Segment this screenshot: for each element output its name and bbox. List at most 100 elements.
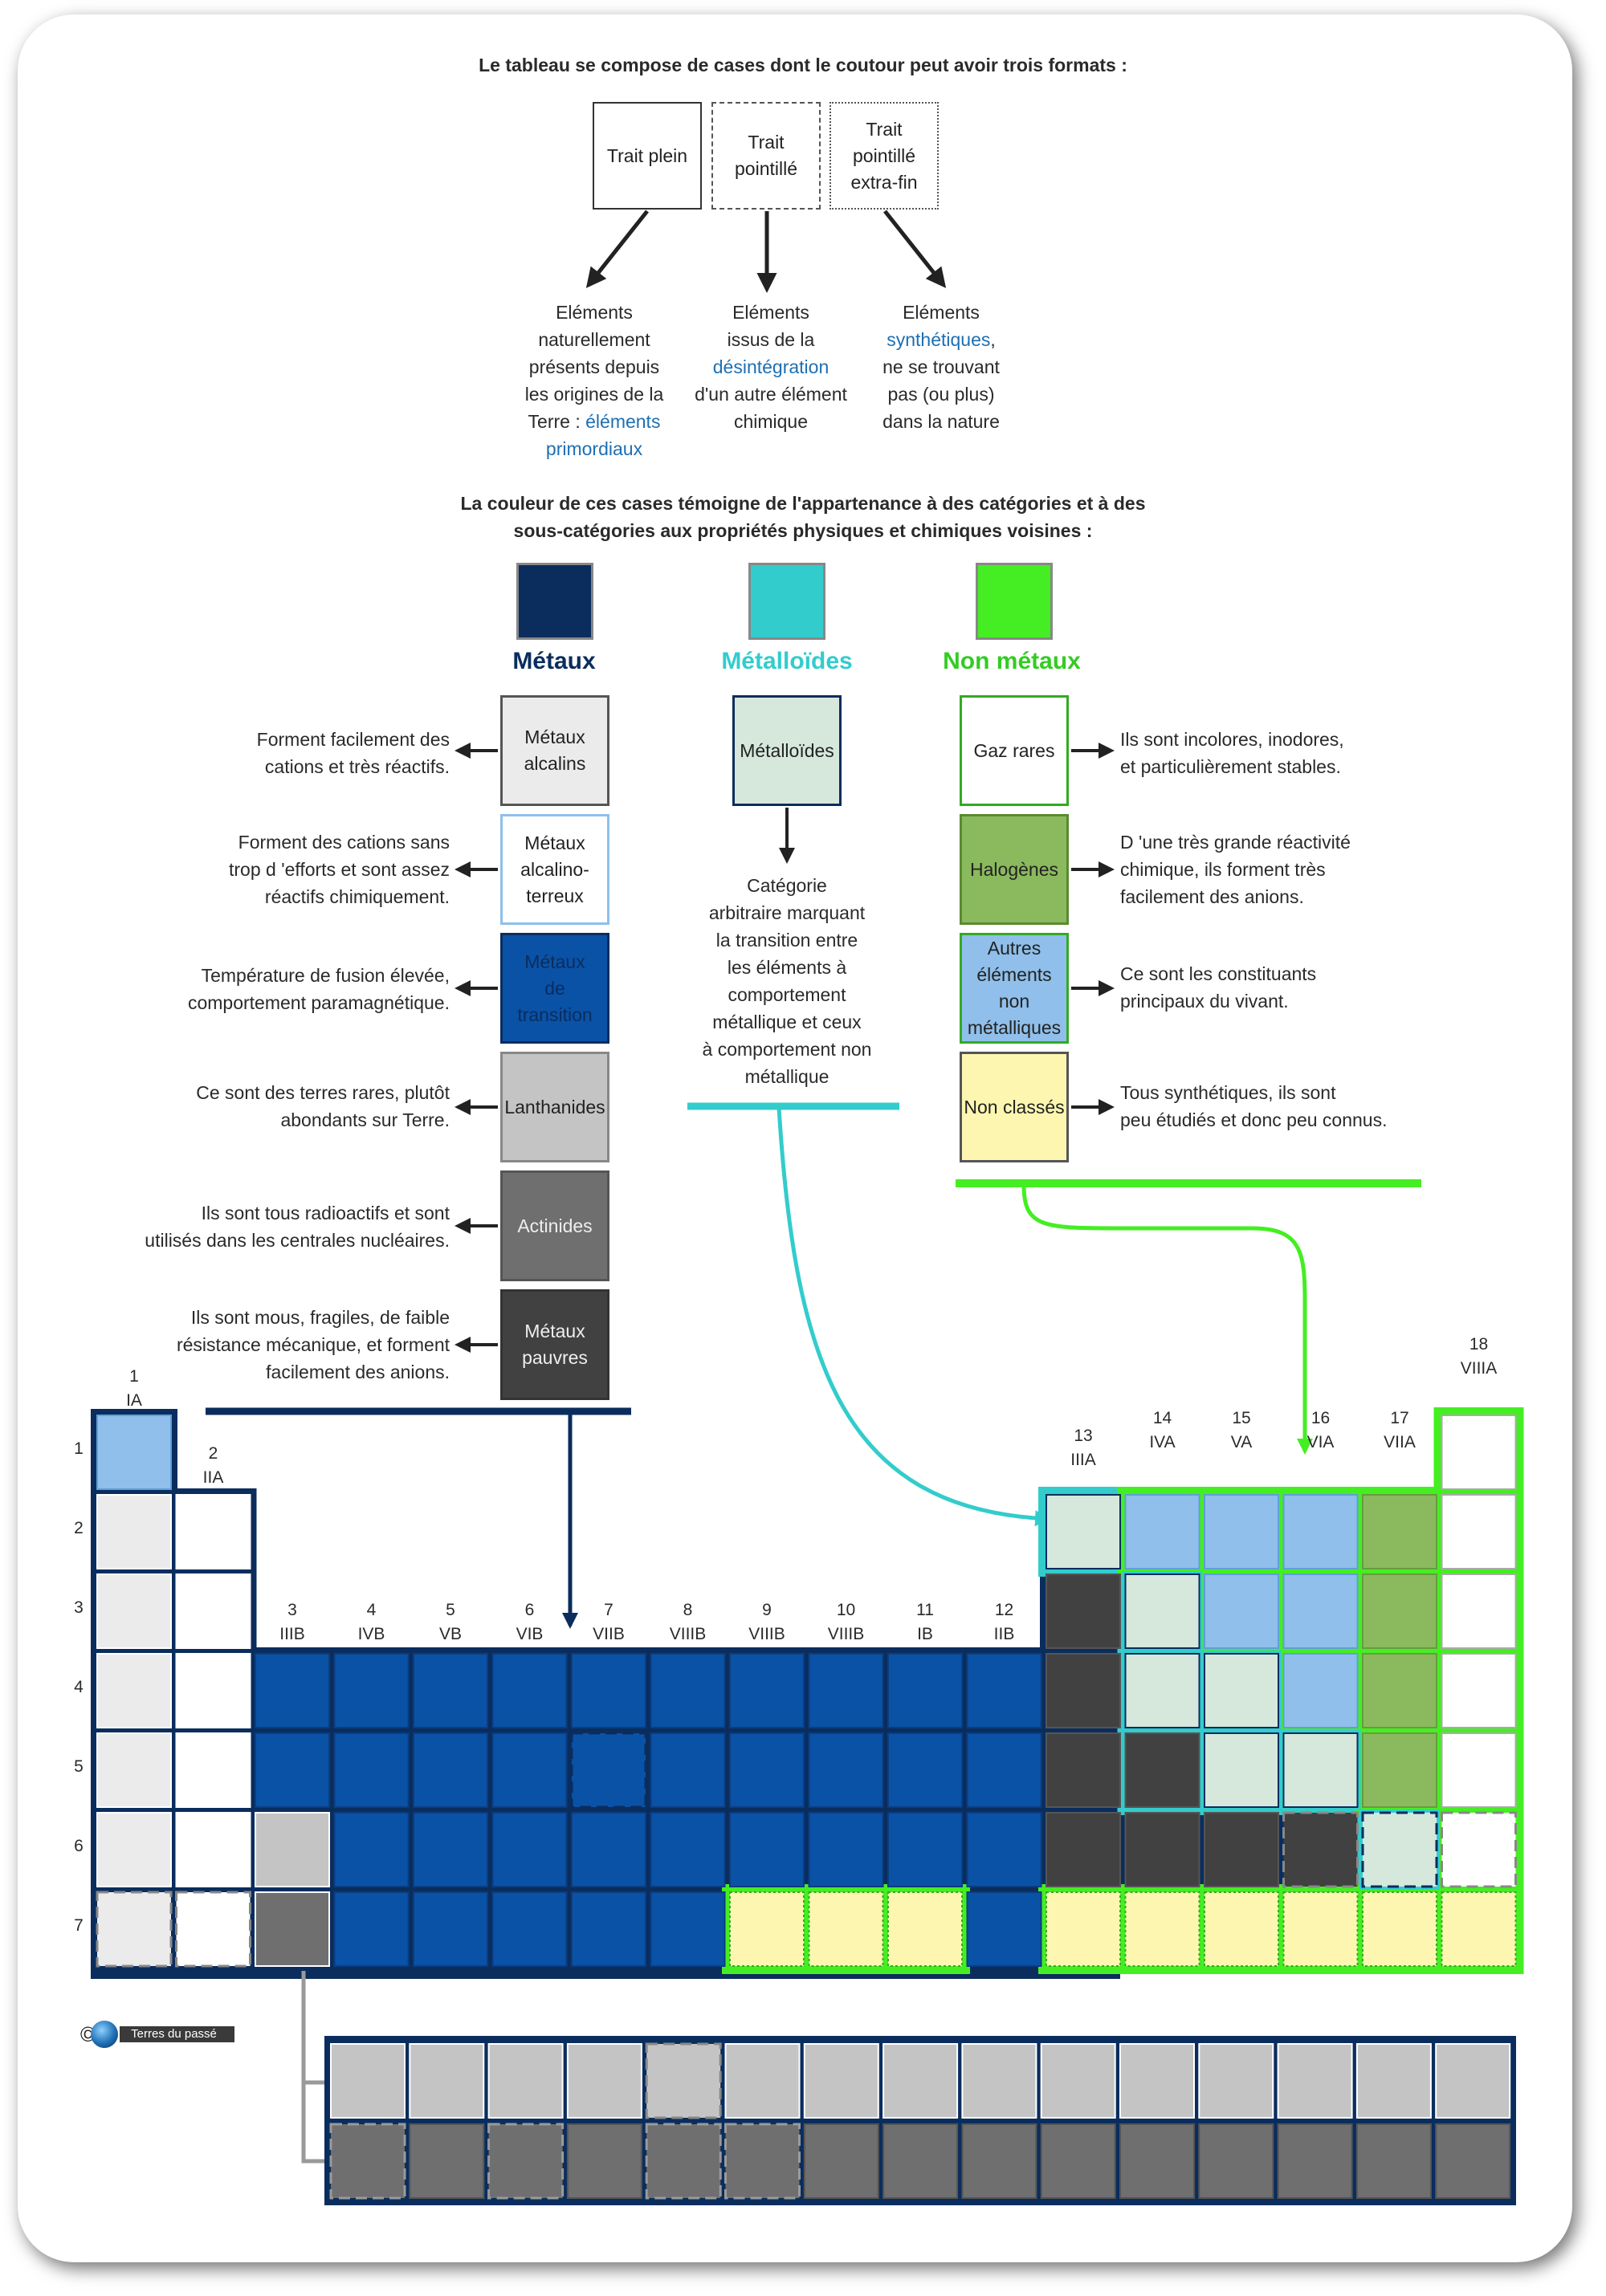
desc-line: facilement des anions. — [1120, 886, 1304, 907]
subcat-label: Métaux — [524, 1321, 585, 1341]
poor-metals-box: Métaux pauvres — [500, 1289, 609, 1400]
desc-line: principaux du vivant. — [1120, 991, 1289, 1012]
nonmetals-swatch — [976, 563, 1053, 640]
desc-line: issus de la — [727, 329, 815, 350]
group-number: 10 — [836, 1601, 856, 1619]
nonmetals-title: Non métaux — [943, 648, 1081, 674]
group-number: 16 — [1310, 1409, 1331, 1427]
group-number: 15 — [1232, 1409, 1251, 1427]
transition-desc: Température de fusion élevée, comporteme… — [128, 962, 450, 1016]
lanthanides-desc: Ce sont des terres rares, plutôt abondan… — [128, 1079, 450, 1134]
desc-line: réactifs chimiquement. — [264, 886, 450, 907]
desc-line: trop d 'efforts et sont assez — [228, 859, 450, 880]
desc-line: Eléments — [556, 302, 633, 323]
group-roman: VIIB — [593, 1625, 625, 1643]
desc-line: métallique — [744, 1066, 829, 1087]
subcat-label: Gaz rares — [973, 739, 1055, 761]
format-label-dotted-1: Trait — [866, 118, 903, 140]
desc-line: naturellement — [538, 329, 650, 350]
group-roman: VIIIB — [827, 1625, 865, 1643]
desc-line: résistance mécanique, et forment — [176, 1334, 450, 1355]
desc-line: peu étudiés et donc peu connus. — [1120, 1109, 1388, 1130]
format-label-dashed-1: Trait — [748, 132, 785, 153]
group-number: 1 — [129, 1367, 139, 1386]
period-label: 5 — [74, 1757, 84, 1776]
group-roman: IIIB — [279, 1625, 305, 1643]
color-title-line: sous-catégories aux propriétés physiques… — [513, 520, 1093, 541]
group-roman: IVB — [357, 1625, 385, 1643]
format-box-dashed: Trait pointillé — [711, 102, 821, 210]
group-roman: IA — [126, 1391, 142, 1410]
desc-line: Tous synthétiques, ils sont — [1120, 1082, 1336, 1103]
subcat-label: éléments — [976, 964, 1052, 985]
group-roman: VB — [438, 1625, 462, 1643]
color-title: La couleur de ces cases témoigne de l'ap… — [385, 490, 1221, 544]
group-roman: IIIA — [1070, 1451, 1096, 1469]
desc-line: à comportement non — [702, 1039, 872, 1060]
format-label-solid: Trait plein — [606, 145, 688, 166]
format-label-dotted-3: extra-fin — [850, 171, 918, 193]
group-number: 9 — [762, 1601, 772, 1619]
subcat-label: de — [544, 977, 565, 999]
metalloids-desc: Catégorie arbitraire marquant la transit… — [675, 872, 899, 1090]
group-roman: VIB — [516, 1625, 544, 1643]
subcat-label: Métaux — [524, 727, 585, 747]
desc-line: Ce sont les constituants — [1120, 963, 1317, 984]
alkali-metals-box: Métaux alcalins — [500, 695, 609, 806]
metals-swatch — [516, 563, 593, 640]
desc-line: Température de fusion élevée, — [201, 965, 450, 986]
desc-line: cations et très réactifs. — [264, 756, 450, 777]
format-desc-dashed: Eléments issus de la désintégration d'un… — [683, 299, 859, 435]
format-label-dashed-2: pointillé — [735, 158, 797, 179]
alkaline-earth-box: Métaux alcalino- terreux — [500, 814, 609, 925]
desc-line: et particulièrement stables. — [1120, 756, 1341, 777]
format-desc-dotted: Eléments synthétiques, ne se trouvant pa… — [853, 299, 1029, 435]
unclassified-desc: Tous synthétiques, ils sont peu étudiés … — [1120, 1079, 1474, 1134]
format-box-dotted: Trait pointillé extra-fin — [829, 102, 939, 210]
period-label: 7 — [74, 1916, 84, 1935]
group-roman: IIB — [993, 1625, 1015, 1643]
period-label: 1 — [74, 1439, 84, 1458]
subcat-label: Halogènes — [970, 858, 1058, 880]
actinides-box: Actinides — [500, 1170, 609, 1281]
noble-gases-desc: Ils sont incolores, inodores, et particu… — [1120, 726, 1457, 780]
desc-line: Eléments — [903, 302, 980, 323]
group-number: 14 — [1152, 1409, 1172, 1427]
metalloids-sub-box: Métalloïdes — [732, 695, 842, 806]
group-roman: VIIA — [1384, 1433, 1416, 1451]
subcat-label: Non classés — [964, 1096, 1065, 1117]
desc-line: D 'une très grande réactivité — [1120, 832, 1351, 853]
subcat-label: alcalins — [524, 753, 586, 774]
group-number: 7 — [604, 1601, 613, 1619]
highlight-term: primordiaux — [545, 438, 643, 459]
transition-metals-box: Métaux de transition — [500, 933, 609, 1044]
group-roman: VIIIB — [748, 1625, 785, 1643]
desc-line: Ce sont des terres rares, plutôt — [196, 1082, 450, 1103]
subcat-label: métalliques — [967, 1017, 1062, 1038]
desc-line: Ils sont tous radioactifs et sont — [201, 1203, 450, 1223]
highlight-term: éléments — [585, 411, 661, 432]
alkaline-desc: Forment des cations sans trop d 'efforts… — [128, 828, 450, 910]
desc-line: les éléments à — [727, 957, 847, 978]
credit-logo: © Terres du passé — [80, 2021, 234, 2048]
desc-line: synthétiques, — [887, 329, 996, 350]
group-number: 5 — [446, 1601, 455, 1619]
desc-line: facilement des anions. — [266, 1362, 450, 1382]
group-number: 11 — [916, 1601, 934, 1619]
desc-line: la transition entre — [715, 930, 858, 951]
desc-line: d'un autre élément — [695, 384, 847, 405]
group-number: 18 — [1469, 1335, 1489, 1354]
subcat-label: Métalloïdes — [740, 739, 834, 761]
desc-line: Eléments — [732, 302, 809, 323]
desc-line: Catégorie — [747, 875, 827, 896]
desc-line: arbitraire marquant — [708, 902, 866, 923]
